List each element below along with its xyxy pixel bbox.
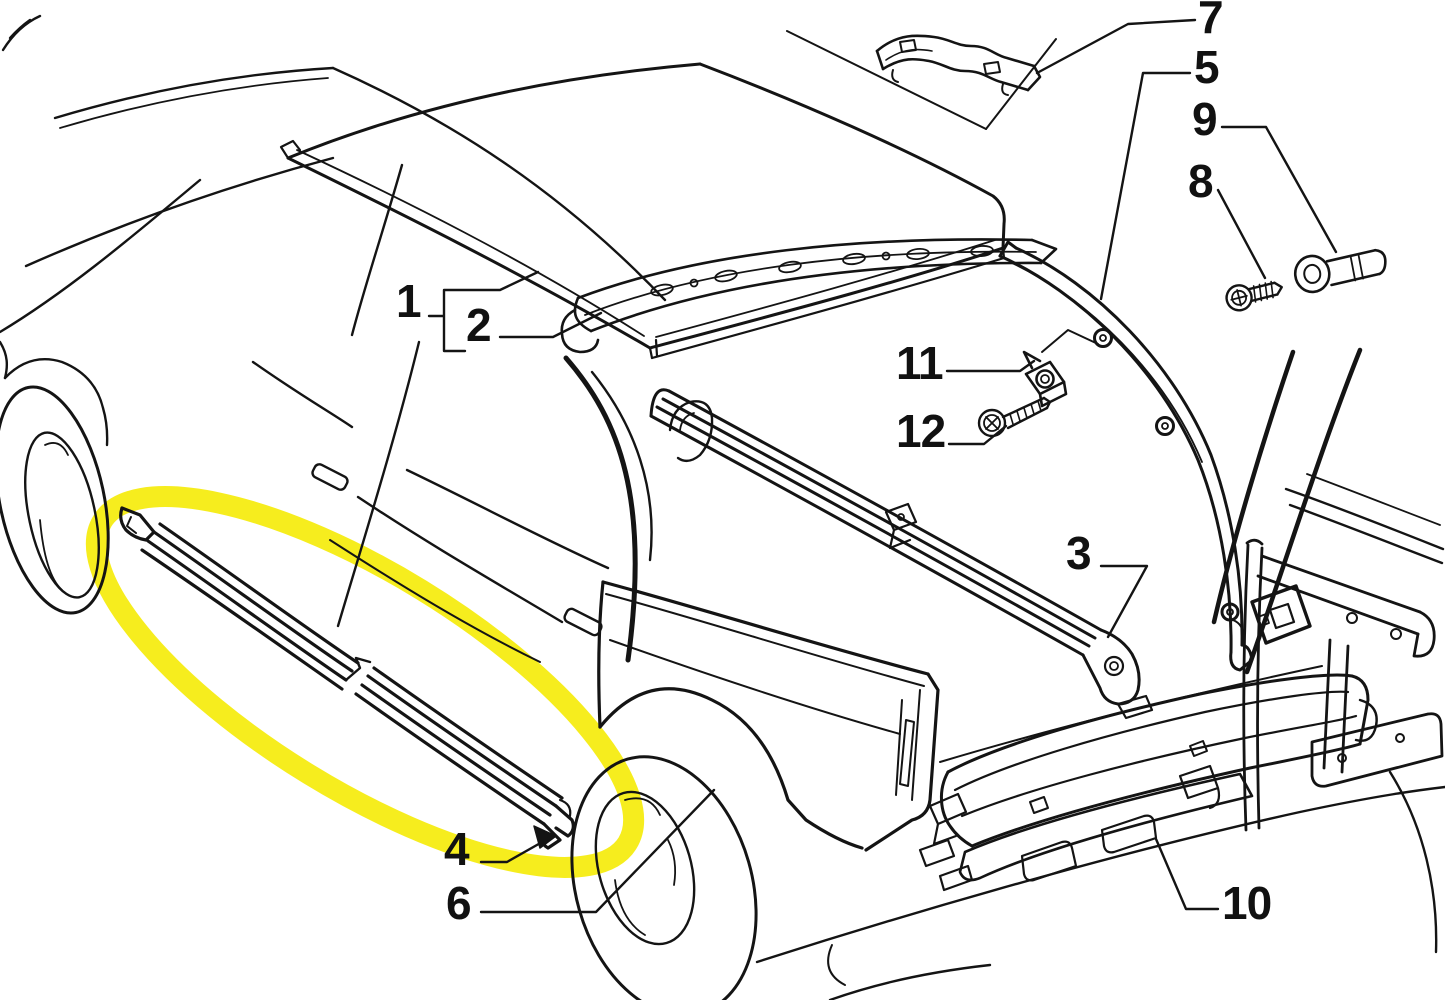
callout-12: 12 (896, 405, 946, 457)
leader-9 (1220, 125, 1338, 254)
callout-3: 3 (1066, 527, 1092, 579)
rear-quarter-panel (597, 580, 940, 852)
leader-8 (1216, 188, 1267, 280)
leader-2 (498, 311, 603, 339)
pillar-rail-5 (998, 240, 1254, 672)
leader-3 (1099, 564, 1149, 639)
highlight-oval (85, 486, 645, 878)
screw-12 (977, 396, 1052, 438)
front-wheel (0, 358, 110, 615)
leader-10 (1154, 837, 1220, 911)
rear-deck-edges (1211, 347, 1445, 675)
rear-wheel (570, 755, 758, 1000)
cage-nut-11 (1022, 329, 1099, 408)
clip-9 (1293, 248, 1387, 294)
leader-4 (479, 835, 553, 864)
callout-11: 11 (896, 337, 944, 389)
locator-lines (786, 30, 1057, 130)
leader-7 (1035, 18, 1197, 75)
callout-4: 4 (444, 823, 470, 875)
callout-10: 10 (1222, 877, 1272, 929)
car-body-front (0, 14, 714, 663)
callout-6: 6 (446, 877, 472, 929)
callout-8: 8 (1188, 155, 1214, 207)
lower-rear-silhouette (755, 785, 1445, 1000)
leader-5 (1099, 71, 1192, 301)
right-quarter-structure (1242, 538, 1444, 954)
callout-1: 1 (396, 275, 422, 327)
callout-5: 5 (1194, 41, 1220, 93)
leader-1 (427, 270, 540, 353)
callout-7: 7 (1198, 0, 1224, 43)
roof-rail-assembly (560, 238, 1058, 354)
rear-panel-10 (918, 665, 1378, 892)
leader-lines (427, 18, 1338, 914)
leader-12 (947, 424, 1008, 446)
sill-rail-3 (649, 388, 1154, 720)
callout-2: 2 (466, 299, 492, 351)
bracket-7 (875, 34, 1042, 96)
callout-9: 9 (1192, 93, 1218, 145)
leader-11 (945, 359, 1036, 373)
sill-highlighted-4-6 (119, 506, 575, 850)
screw-8 (1225, 280, 1283, 312)
leader-6 (479, 788, 716, 914)
